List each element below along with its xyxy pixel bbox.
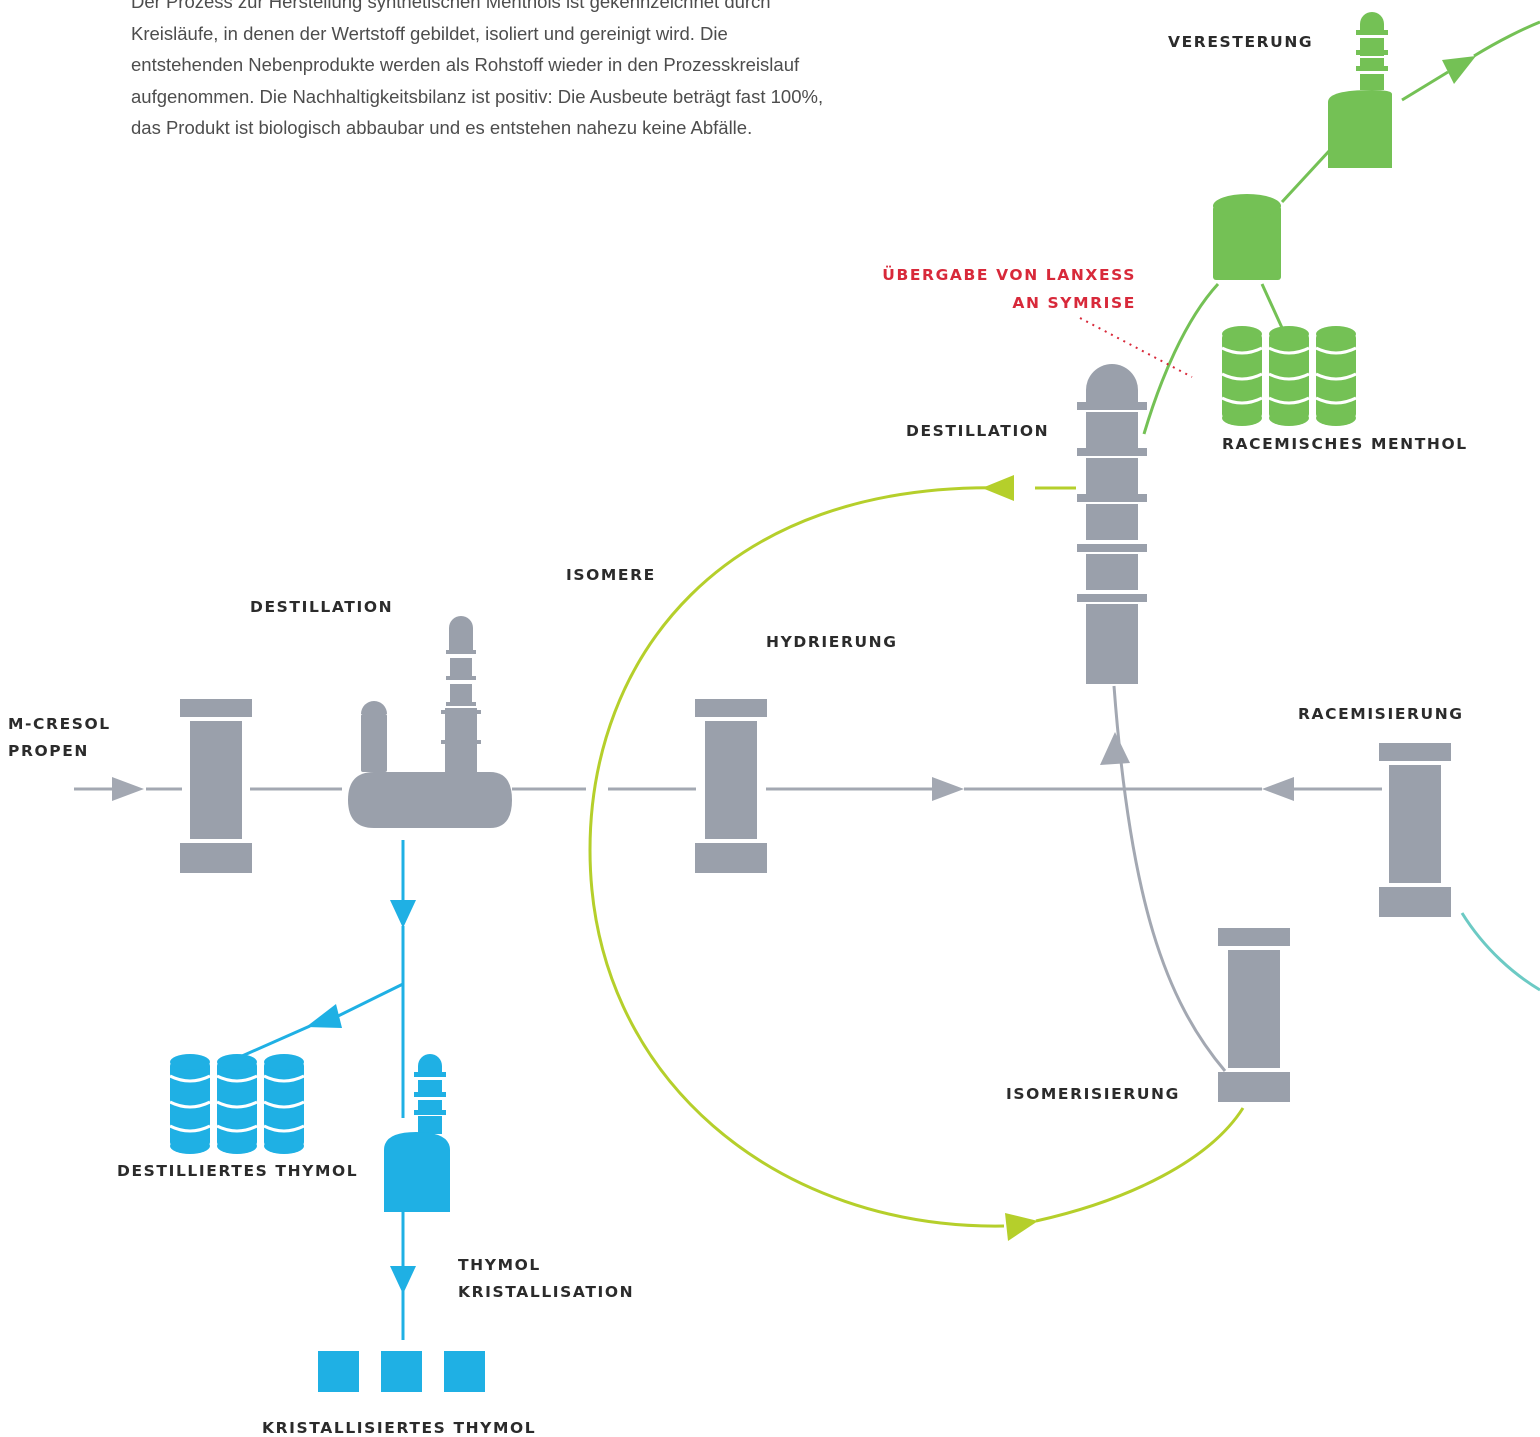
main-flow-lines — [74, 685, 1382, 1072]
label-uebergabe-line1: ÜBERGABE VON LANXESS — [882, 266, 1136, 284]
hydrierung-out-arrow — [932, 777, 964, 801]
racemisierung-out-line — [1460, 912, 1540, 992]
veresterung-out-arrow — [1442, 56, 1476, 84]
label-propen: PROPEN — [8, 742, 89, 760]
racemisierung-reactor — [1379, 743, 1451, 917]
label-racemisierung: RACEMISIERUNG — [1298, 705, 1464, 723]
handover-dotted-line — [1079, 317, 1193, 378]
thymol-down-arrow-1 — [390, 900, 416, 928]
thymol-branch-lines — [232, 840, 405, 1340]
alkylierung-reactor — [180, 699, 252, 873]
thymol-side-arrow — [306, 1004, 342, 1028]
menthol-branch-lines — [1142, 20, 1540, 435]
hydrierung-reactor — [695, 699, 767, 873]
isomere-return-arrow — [982, 475, 1014, 501]
isomerisierung-reactor — [1218, 928, 1290, 1102]
destilliertes-thymol-barrels — [168, 1052, 306, 1156]
label-destilliertes-thymol: DESTILLIERTES THYMOL — [117, 1162, 359, 1180]
label-destillation-left: DESTILLATION — [250, 598, 394, 616]
label-veresterung: VERESTERUNG — [1168, 33, 1314, 51]
isomere-loop — [588, 486, 1245, 1228]
thymol-branch-arrows — [306, 900, 416, 1294]
label-isomere: ISOMERE — [566, 566, 656, 584]
racemisches-menthol-barrels — [1220, 324, 1358, 428]
label-uebergabe-line2: AN SYMRISE — [1012, 294, 1136, 312]
label-racemisches-menthol: RACEMISCHES MENTHOL — [1222, 435, 1468, 453]
isomerisierung-up-arrow — [1100, 732, 1130, 765]
veresterung-vessel — [1328, 12, 1392, 168]
thymol-down-arrow-2 — [390, 1266, 416, 1294]
label-isomerisierung: ISOMERISIERUNG — [1006, 1085, 1180, 1103]
thymol-kristallisation-vessel — [384, 1054, 450, 1212]
label-hydrierung: HYDRIERUNG — [766, 633, 898, 651]
label-kristallisiertes-thymol: KRISTALLISIERTES THYMOL — [262, 1419, 537, 1437]
kristallisiertes-thymol-blocks — [318, 1351, 485, 1392]
label-thymol: THYMOL — [458, 1256, 541, 1274]
feed-arrow — [112, 777, 144, 801]
intro-paragraph: Der Prozess zur Herstellung synthetische… — [131, 0, 824, 138]
destillation-left-unit — [348, 616, 512, 828]
main-flow-arrows — [112, 732, 1294, 801]
label-m-cresol: M-CRESOL — [8, 715, 111, 733]
destillation-right-column — [1077, 364, 1147, 684]
isomere-bottom-arrow — [1005, 1213, 1038, 1241]
isomere-loop-arrows — [982, 475, 1038, 1241]
racemisierung-return-arrow — [1262, 777, 1294, 801]
menthol-vessel-small — [1213, 194, 1281, 280]
label-destillation-right: DESTILLATION — [906, 422, 1050, 440]
label-kristallisation: KRISTALLISATION — [458, 1283, 635, 1301]
